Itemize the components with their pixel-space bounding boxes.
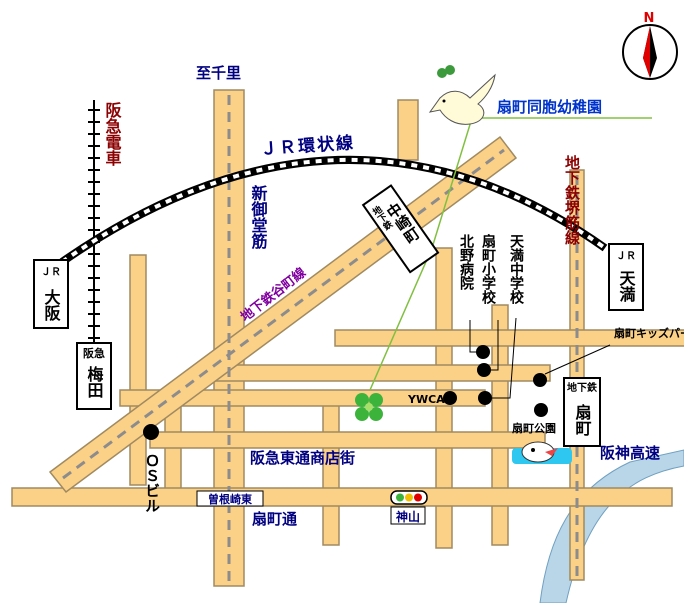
traffic-light-icon [390,490,428,505]
sakaisuji-line-label: 地下鉄堺筋線 [563,154,581,246]
hankyu-higashidori-label: 阪急東通商店街 [250,449,355,467]
jr-loop-line-label: ＪＲ環状線 [259,132,355,160]
tenma-junior-high-marker [478,391,492,405]
tenma-junior-high-label: 天満中学校 [508,234,524,305]
svg-text:神山: 神山 [396,509,420,524]
station-jr-osaka: ＪＲ 大阪 [33,259,69,329]
ogimachi-elementary-label: 扇町小学校 [480,233,496,305]
station-subway-ogimachi: 地下鉄 扇町 [563,377,601,447]
dolphin-icon [512,441,572,464]
svg-text:梅田: 梅田 [85,365,104,398]
senri-label: 至千里 [196,64,241,82]
ogimachi-elementary-marker [477,363,491,377]
ywca-marker [443,391,457,405]
hankyu-railway-line [88,100,100,345]
dove-icon [428,65,496,125]
svg-text:ＪＲ: ＪＲ [616,250,636,262]
river [539,449,684,603]
four-leaf-clover-icon [355,393,383,421]
kids-park-label: 扇町キッズパーク [614,326,684,340]
ywca-label: YWCA [407,393,445,406]
svg-text:曽根崎東: 曽根崎東 [208,492,253,506]
svg-text:扇町: 扇町 [573,403,592,437]
svg-text:地下鉄: 地下鉄 [567,381,597,394]
svg-text:阪急: 阪急 [83,346,105,360]
svg-text:大阪: 大阪 [42,288,61,322]
kamiyama-intersection: 神山 [390,506,426,525]
kindergarten-pointer-line [369,117,652,391]
station-jr-tenma: ＪＲ 天満 [608,243,644,311]
kids-park-marker [533,373,547,387]
sonezaki-higashi-intersection: 曽根崎東 [196,490,264,507]
compass-north-arrow-icon: N [622,11,678,80]
os-building-label: ＯＳビル [143,453,161,513]
ogimachi-park-marker [534,403,548,417]
station-hankyu-umeda: 阪急 梅田 [76,342,112,410]
jr-loop-line [59,155,608,266]
kitano-hospital-label: 北野病院 [458,234,474,291]
hankyu-line-label: 阪急電車 [103,101,122,167]
svg-text:ＪＲ: ＪＲ [41,266,61,278]
svg-text:天満: 天満 [617,270,636,303]
hanshin-expressway-label: 阪神高速 [600,444,660,462]
os-building-marker [143,424,159,440]
compass-label: N [644,11,655,26]
shin-midosuji-label: 新御堂筋 [249,184,269,250]
kindergarten-label: 扇町同胞幼稚園 [497,98,602,116]
kitano-hospital-marker [476,345,490,359]
ogimachi-park-label: 扇町公園 [512,421,556,435]
ogimachi-dori-label: 扇町通 [252,510,297,528]
